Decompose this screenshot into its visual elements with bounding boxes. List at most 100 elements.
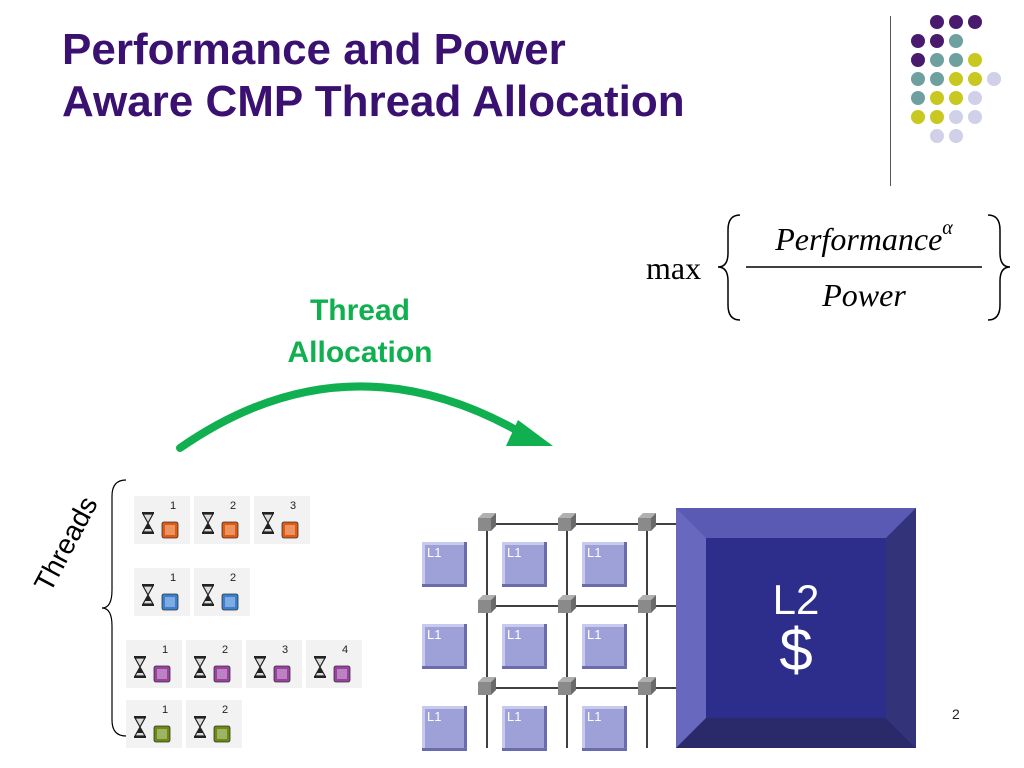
thread-number: 1 <box>170 572 177 584</box>
thread-number: 2 <box>230 572 237 584</box>
media-icon <box>161 593 179 611</box>
decorative-dot <box>949 15 963 29</box>
decorative-dot <box>968 72 982 86</box>
title-line-2: Aware CMP Thread Allocation <box>62 77 685 126</box>
hourglass-icon <box>133 716 147 738</box>
router-node <box>558 595 576 613</box>
formula-numerator: Performanceα <box>775 217 953 257</box>
hourglass-icon <box>201 584 215 606</box>
decorative-dot <box>930 34 944 48</box>
hourglass-icon <box>141 584 155 606</box>
decorative-dot <box>930 129 944 143</box>
decorative-dot <box>949 72 963 86</box>
thread-number: 4 <box>342 644 349 656</box>
thread-item: 1 <box>134 568 190 616</box>
router-node <box>638 595 656 613</box>
router-node <box>478 513 496 531</box>
hourglass-icon <box>193 716 207 738</box>
thread-number: 2 <box>230 500 237 512</box>
hourglass-icon <box>313 656 327 678</box>
l1-cache: L1 <box>502 706 547 751</box>
archive-icon <box>273 665 291 683</box>
formula-max: max <box>646 250 702 286</box>
l2-label: L2 <box>772 576 820 623</box>
thread-number: 1 <box>162 704 169 716</box>
l1-cache: L1 <box>502 624 547 669</box>
router-node <box>478 595 496 613</box>
decorative-dot <box>911 53 925 67</box>
thread-number: 2 <box>222 644 229 656</box>
thread-number: 3 <box>290 500 297 512</box>
decorative-dot <box>949 91 963 105</box>
decorative-dot <box>949 129 963 143</box>
thread-item: 3 <box>246 640 302 688</box>
decorative-dot <box>911 72 925 86</box>
decorative-dot <box>968 15 982 29</box>
decorative-dot <box>911 34 925 48</box>
router-node <box>638 513 656 531</box>
hourglass-icon <box>141 512 155 534</box>
l1-label: L1 <box>507 709 522 724</box>
formula-denominator: Power <box>822 277 906 313</box>
l1-cache: L1 <box>422 706 467 751</box>
game-icon <box>213 725 231 743</box>
l1-label: L1 <box>507 627 522 642</box>
thread-item: 1 <box>134 496 190 544</box>
router-node <box>638 677 656 695</box>
thread-item: 2 <box>194 496 250 544</box>
formula-exponent: α <box>942 217 953 240</box>
l1-label: L1 <box>587 709 602 724</box>
fire-icon <box>281 521 299 539</box>
decorative-dot <box>949 34 963 48</box>
thread-item: 4 <box>306 640 362 688</box>
l1-cache: L1 <box>582 624 627 669</box>
title-line-1: Performance and Power <box>62 25 566 74</box>
allocation-arrow-icon <box>176 382 553 452</box>
decorative-dot <box>949 53 963 67</box>
router-node <box>558 513 576 531</box>
thread-number: 3 <box>282 644 289 656</box>
fire-icon <box>161 521 179 539</box>
hourglass-icon <box>261 512 275 534</box>
decorative-dot <box>930 53 944 67</box>
thread-item: 1 <box>126 700 182 748</box>
threads-label: Threads <box>28 491 104 597</box>
cache-symbol: $ <box>779 616 813 683</box>
router-node <box>478 677 496 695</box>
fire-icon <box>221 521 239 539</box>
decorative-dot <box>930 72 944 86</box>
media-icon <box>221 593 239 611</box>
l2-inner: L2 $ <box>706 538 886 718</box>
l1-cache: L1 <box>422 542 467 587</box>
archive-icon <box>153 665 171 683</box>
slide-title: Performance and Power Aware CMP Thread A… <box>62 24 882 128</box>
decorative-dot <box>987 72 1001 86</box>
decorative-dot <box>968 110 982 124</box>
objective-formula: max Performanceα Power <box>640 205 1010 330</box>
decorative-dot <box>968 91 982 105</box>
hourglass-icon <box>193 656 207 678</box>
game-icon <box>153 725 171 743</box>
hourglass-icon <box>133 656 147 678</box>
decorative-dot <box>911 91 925 105</box>
threads-brace <box>101 479 127 737</box>
router-node <box>558 677 576 695</box>
decorative-dot <box>930 91 944 105</box>
l1-label: L1 <box>427 627 442 642</box>
formula-braces <box>717 214 1010 321</box>
thread-number: 2 <box>222 704 229 716</box>
page-number: 2 <box>952 706 960 722</box>
l2-cache: L2 $ <box>676 508 916 748</box>
archive-icon <box>213 665 231 683</box>
thread-number: 1 <box>162 644 169 656</box>
l1-label: L1 <box>427 545 442 560</box>
l1-cache: L1 <box>502 542 547 587</box>
thread-allocation-label: Thread Allocation <box>287 294 433 369</box>
l1-label: L1 <box>427 709 442 724</box>
thread-item: 2 <box>186 700 242 748</box>
l1-cache: L1 <box>582 542 627 587</box>
decorative-dot <box>911 110 925 124</box>
decorative-dot <box>930 15 944 29</box>
decorative-dot <box>949 110 963 124</box>
l1-label: L1 <box>587 545 602 560</box>
